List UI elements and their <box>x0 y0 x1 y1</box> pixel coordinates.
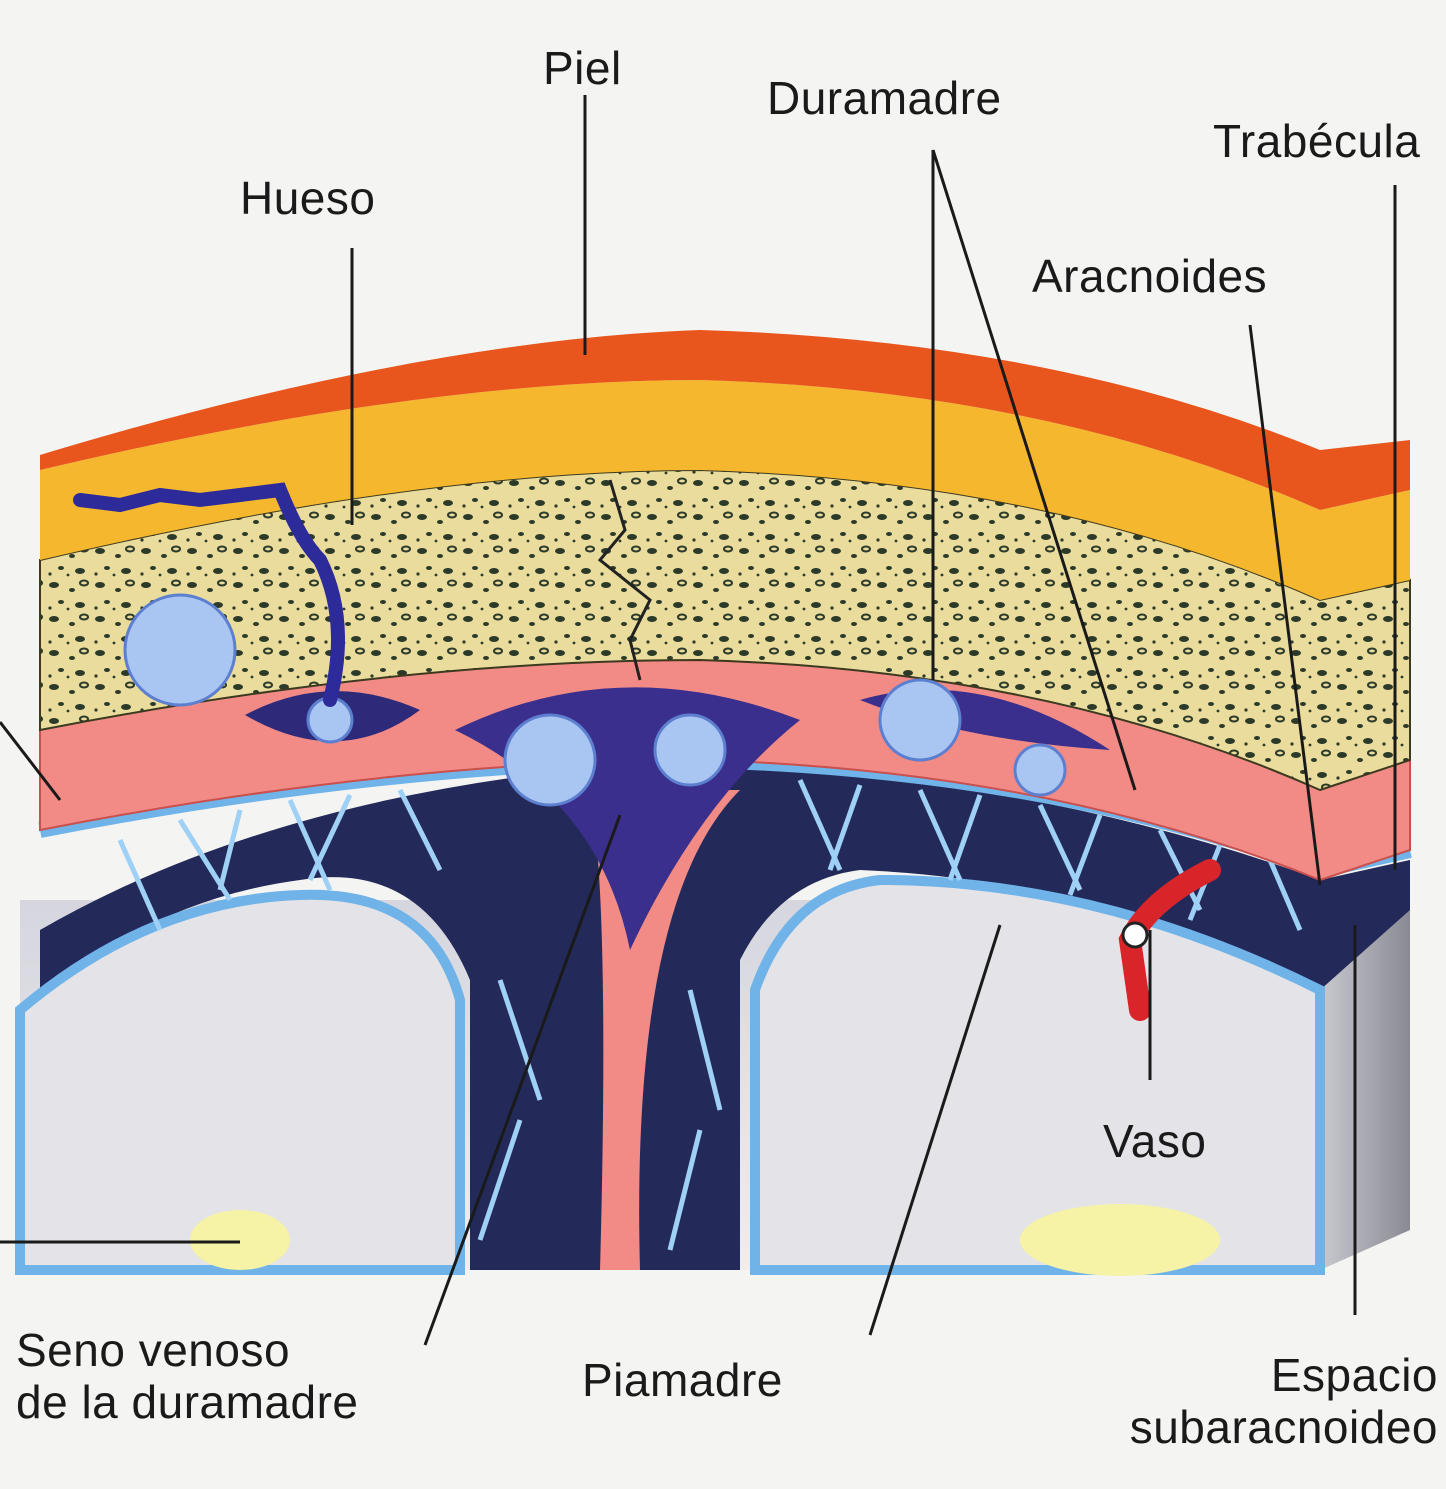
skin-outer-layer <box>40 330 1410 510</box>
label-espacio-subaracnoideo: Espacio subaracnoideo <box>1098 1349 1438 1453</box>
subarachnoid-space <box>40 760 1410 1270</box>
label-trabecula: Trabécula <box>1213 115 1421 167</box>
label-espacio-line1: Espacio <box>1270 1349 1438 1401</box>
gyrus-right <box>750 874 1325 1275</box>
yellow-spot-left <box>190 1210 290 1270</box>
label-seno-venoso-line1: Seno venoso <box>16 1324 291 1376</box>
label-duramadre: Duramadre <box>767 72 1002 124</box>
bone-suture <box>597 479 652 681</box>
arachnoid-granulations <box>123 593 1067 807</box>
trabeculae <box>117 778 1303 1251</box>
bone-vessel <box>73 482 345 707</box>
label-vaso: Vaso <box>1103 1115 1207 1167</box>
leader-lines <box>0 95 1397 1346</box>
skin-inner-layer <box>40 380 1410 600</box>
label-hueso: Hueso <box>240 172 376 224</box>
yellow-spot-right <box>1020 1204 1220 1276</box>
label-piamadre: Piamadre <box>582 1354 783 1406</box>
gyrus-left <box>15 889 465 1275</box>
label-espacio-line2: subaracnoideo <box>1129 1400 1438 1453</box>
label-aracnoides: Aracnoides <box>1032 250 1268 302</box>
vessel-cross-section <box>1121 921 1149 949</box>
label-seno-venoso-line2: de la duramadre <box>16 1375 359 1428</box>
label-seno-venoso: Seno venoso de la duramadre <box>16 1324 359 1428</box>
label-piel: Piel <box>543 42 622 94</box>
bone-layer <box>39 468 1411 792</box>
